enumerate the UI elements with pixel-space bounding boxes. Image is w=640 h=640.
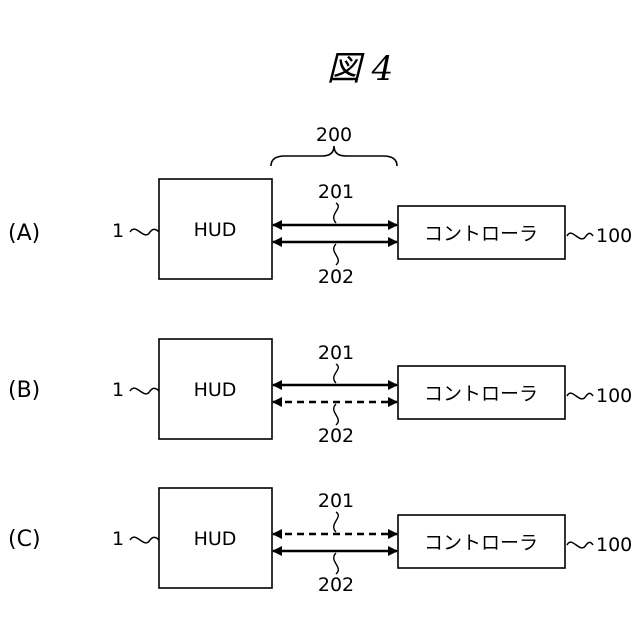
bus-brace bbox=[271, 146, 397, 166]
controller-label: コントローラ bbox=[424, 532, 538, 554]
hud-ref-number: 1 bbox=[112, 379, 124, 401]
link-201-leader bbox=[334, 203, 339, 223]
controller-ref-number: 100 bbox=[596, 534, 632, 556]
hud-ref-number: 1 bbox=[112, 220, 124, 242]
controller-ref-leader bbox=[567, 393, 593, 399]
hud-label: HUD bbox=[194, 219, 237, 241]
row-c: (C) 1 HUD 201 202 コントローラ 100 bbox=[8, 488, 632, 596]
link-202-label: 202 bbox=[318, 574, 354, 596]
link-202-leader bbox=[334, 404, 339, 425]
controller-ref-number: 100 bbox=[596, 225, 632, 247]
controller-ref-leader bbox=[567, 542, 593, 548]
link-202-label: 202 bbox=[318, 266, 354, 288]
controller-ref-number: 100 bbox=[596, 385, 632, 407]
link-201-label: 201 bbox=[318, 181, 354, 203]
row-label: (B) bbox=[8, 378, 40, 403]
bus-label: 200 bbox=[316, 124, 352, 146]
link-201-leader bbox=[334, 364, 339, 383]
link-202-leader bbox=[334, 244, 339, 265]
link-201-label: 201 bbox=[318, 490, 354, 512]
link-201-label: 201 bbox=[318, 342, 354, 364]
row-label: (C) bbox=[8, 527, 41, 552]
hud-label: HUD bbox=[194, 528, 237, 550]
link-202-leader bbox=[334, 553, 339, 574]
row-a: (A) 1 HUD 201 202 コントローラ 100 bbox=[8, 179, 632, 288]
hud-ref-leader bbox=[130, 388, 159, 394]
hud-label: HUD bbox=[194, 379, 237, 401]
link-201-leader bbox=[334, 512, 339, 532]
hud-ref-number: 1 bbox=[112, 528, 124, 550]
row-b: (B) 1 HUD 201 202 コントローラ 100 bbox=[8, 339, 632, 447]
controller-ref-leader bbox=[567, 233, 593, 239]
controller-label: コントローラ bbox=[424, 383, 538, 405]
link-202-label: 202 bbox=[318, 425, 354, 447]
hud-ref-leader bbox=[130, 537, 159, 543]
figure-title: 図 4 bbox=[327, 49, 393, 89]
row-label: (A) bbox=[8, 221, 40, 246]
hud-ref-leader bbox=[130, 229, 159, 235]
controller-label: コントローラ bbox=[424, 223, 538, 245]
